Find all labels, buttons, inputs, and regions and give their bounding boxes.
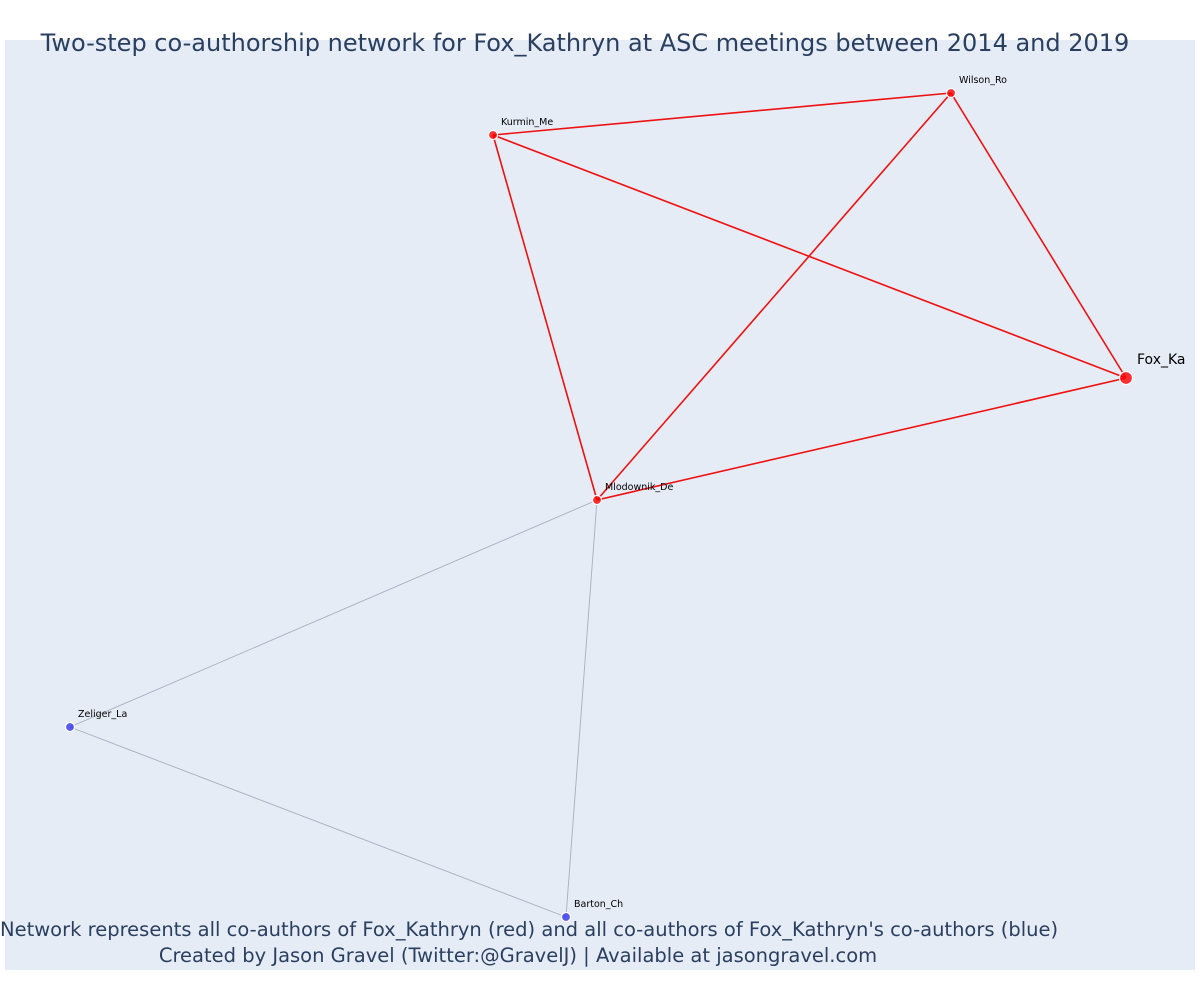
node-Kurmin_Me[interactable]: [487, 129, 499, 141]
plot-area: [5, 40, 1195, 970]
edges-layer: [69, 92, 1127, 918]
node-label-Barton_Ch: Barton_Ch: [574, 899, 623, 910]
labels-layer: Fox_Ka Wilson_RoKurmin_MeMlodownik_DeZeli…: [78, 75, 1186, 910]
node-label-Kurmin_Me: Kurmin_Me: [501, 117, 553, 128]
chart-footer: Network represents all co-authors of Fox…: [0, 917, 1059, 969]
edge-Mlodownik_De-Zeliger_La: [69, 499, 598, 728]
node-label-Mlodownik_De: Mlodownik_De: [605, 482, 673, 493]
edge-Mlodownik_De-Fox_Ka: [596, 377, 1127, 501]
edge-Mlodownik_De-Barton_Ch: [565, 499, 598, 918]
node-Mlodownik_De[interactable]: [591, 494, 603, 506]
nodes-layer: [64, 87, 1134, 923]
edge-Kurmin_Me-Mlodownik_De: [492, 134, 598, 501]
node-Barton_Ch[interactable]: [560, 911, 572, 923]
node-label-Zeliger_La: Zeliger_La: [78, 709, 127, 720]
footer-line-1: Network represents all co-authors of Fox…: [0, 918, 1059, 941]
node-label-Fox_Ka: Fox_Ka: [1137, 352, 1186, 368]
node-label-Wilson_Ro: Wilson_Ro: [959, 75, 1007, 86]
edge-Kurmin_Me-Wilson_Ro: [492, 92, 952, 136]
node-Fox_Ka[interactable]: [1118, 370, 1134, 386]
footer-line-2: Created by Jason Gravel (Twitter:@Gravel…: [158, 944, 878, 967]
edge-Wilson_Ro-Mlodownik_De: [596, 92, 952, 501]
node-Wilson_Ro[interactable]: [945, 87, 957, 99]
node-Zeliger_La[interactable]: [64, 721, 76, 733]
edge-Zeliger_La-Barton_Ch: [69, 726, 567, 918]
edge-Wilson_Ro-Fox_Ka: [950, 92, 1127, 379]
chart-title: Two-step co-authorship network for Fox_K…: [40, 29, 1130, 57]
